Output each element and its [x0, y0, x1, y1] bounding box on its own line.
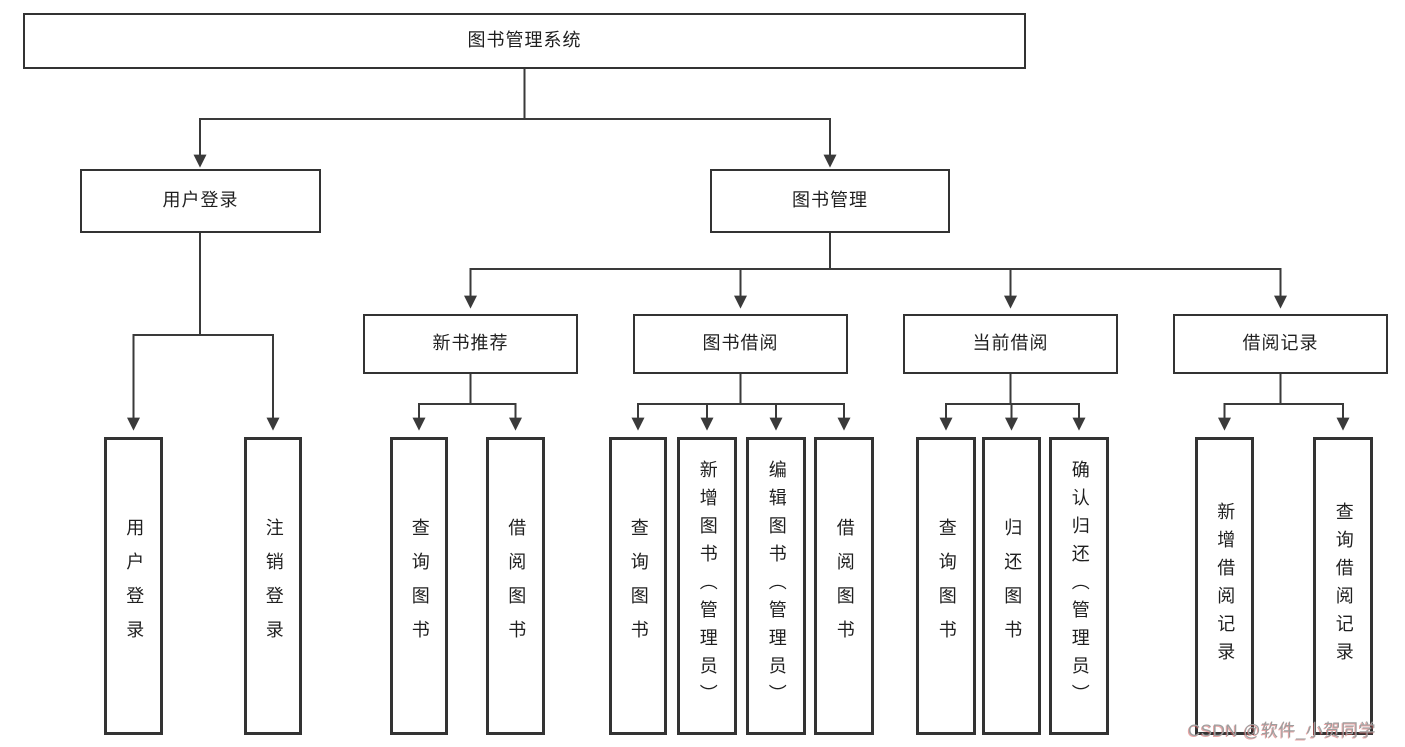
node-add-books-admin: 新增图书（管理员）: [677, 437, 737, 735]
node-borrow-books: 借阅图书: [814, 437, 874, 735]
csdn-watermark: CSDN @软件_小贺同学: [1188, 721, 1377, 740]
node-confirm-return-admin: 确认归还（管理员）: [1049, 437, 1109, 735]
node-current-query-books: 查询图书: [916, 437, 976, 735]
node-current-borrow: 当前借阅: [903, 314, 1118, 374]
node-book-management: 图书管理: [710, 169, 950, 233]
connector-records-to-leaves: [1218, 374, 1350, 431]
node-query-borrow-record: 查询借阅记录: [1313, 437, 1373, 735]
node-add-borrow-record: 新增借阅记录: [1195, 437, 1254, 735]
connector-recommend-to-leaves: [412, 374, 522, 431]
node-recommend-borrow-books: 借阅图书: [486, 437, 545, 735]
node-new-book-recommend: 新书推荐: [363, 314, 578, 374]
node-return-books: 归还图书: [982, 437, 1041, 735]
connector-user-login-to-leaves: [127, 233, 280, 431]
node-user-login: 用户登录: [80, 169, 321, 233]
node-borrow-query-books: 查询图书: [609, 437, 667, 735]
node-recommend-query-books: 查询图书: [390, 437, 448, 735]
connector-root-to-level2: [193, 68, 837, 168]
node-user-login-action: 用户登录: [104, 437, 163, 735]
connector-current-to-leaves: [939, 374, 1086, 431]
node-logout-action: 注销登录: [244, 437, 302, 735]
connector-borrow-to-leaves: [631, 374, 851, 431]
node-library-system: 图书管理系统: [23, 13, 1026, 69]
connector-book-mgmt-to-level3: [464, 233, 1287, 309]
node-borrow-records: 借阅记录: [1173, 314, 1388, 374]
node-edit-books-admin: 编辑图书（管理员）: [746, 437, 806, 735]
node-book-borrow: 图书借阅: [633, 314, 848, 374]
